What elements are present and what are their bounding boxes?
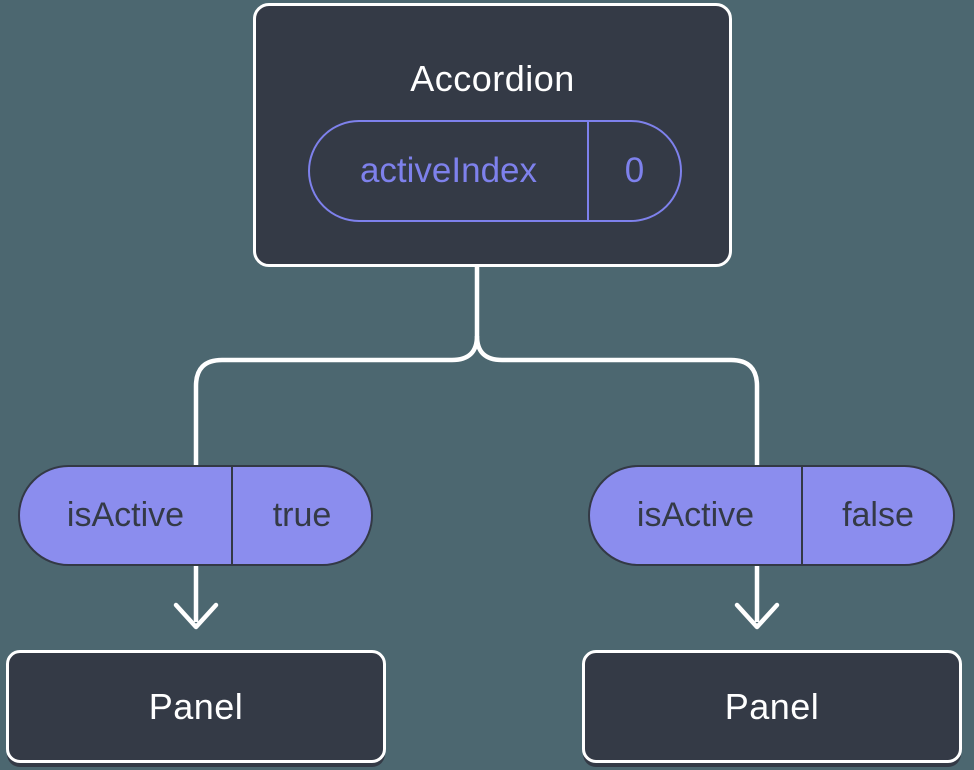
prop-pill-right: isActive false	[588, 465, 955, 566]
prop-name: isActive	[20, 467, 233, 564]
state-pill: activeIndex 0	[308, 120, 682, 222]
state-value: 0	[587, 122, 680, 220]
prop-value: true	[272, 496, 332, 534]
state-name: activeIndex	[359, 151, 538, 190]
connector-right-branch	[474, 335, 760, 622]
arrowhead-left	[173, 602, 219, 630]
prop-name: isActive	[590, 467, 803, 564]
panel-title: Panel	[148, 685, 244, 727]
arrowhead-right	[734, 602, 780, 630]
panel-node-left: Panel	[6, 650, 386, 763]
connector-left-branch	[193, 335, 480, 622]
prop-value: false	[842, 496, 914, 534]
panel-node-right: Panel	[582, 650, 962, 763]
panel-title: Panel	[724, 685, 820, 727]
accordion-node: Accordion activeIndex 0	[253, 3, 732, 267]
prop-pill-left: isActive true	[18, 465, 373, 566]
accordion-title: Accordion	[410, 58, 575, 99]
